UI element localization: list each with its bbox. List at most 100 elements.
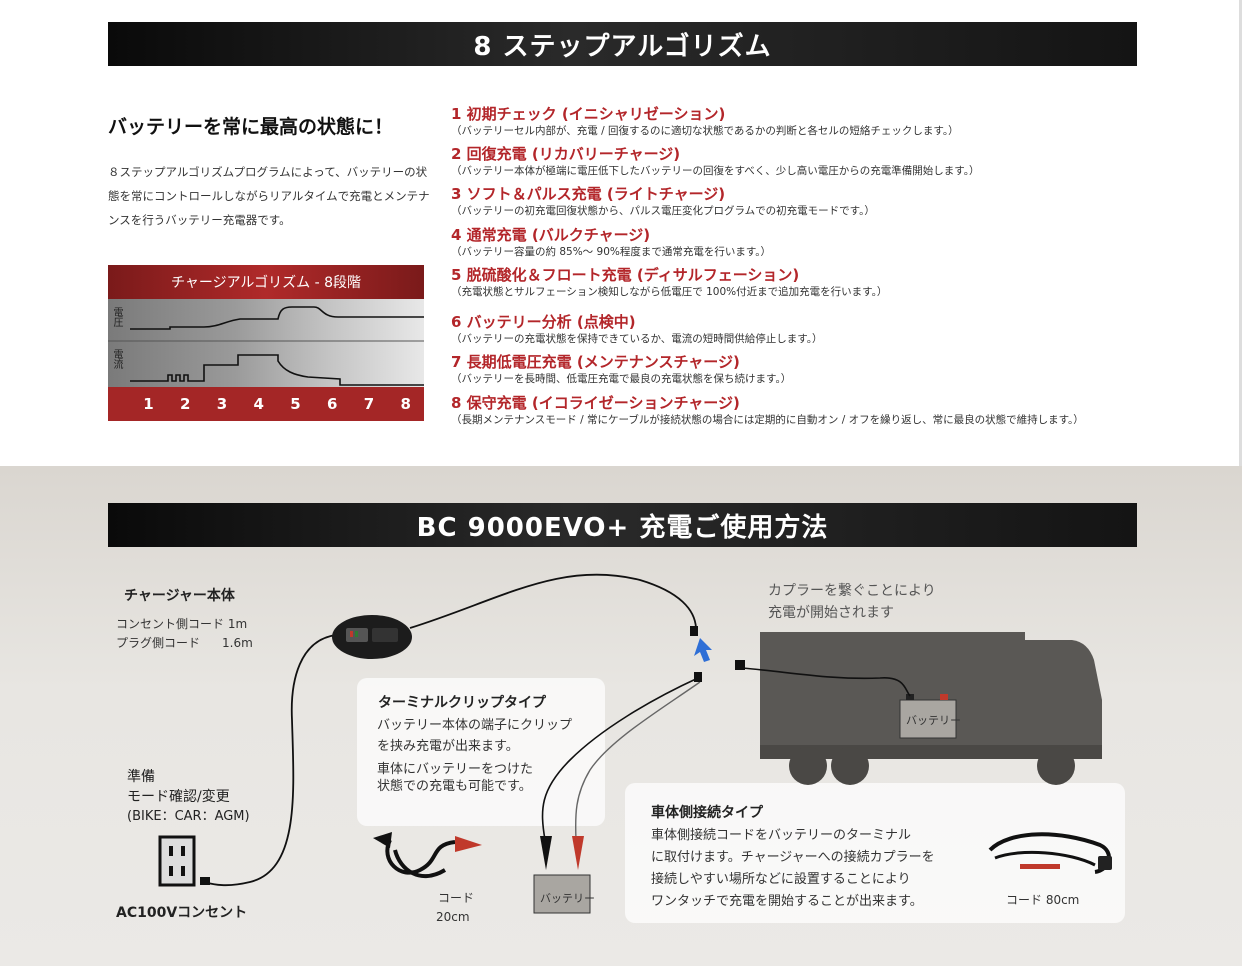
terminal-clip-line2: を挟み充電が出来ます。 — [377, 739, 519, 754]
step-desc: （長期メンテナンスモード / 常にケーブルが接続状態の場合には定期的に自動オン … — [451, 414, 1084, 426]
step-title: 4 通常充電 (バルクチャージ) — [451, 226, 651, 244]
algorithm-step-number: 1 — [143, 395, 154, 413]
harness-fuse — [1020, 864, 1060, 869]
terminal-clip-cable-icon — [373, 832, 482, 878]
harness-wire — [994, 850, 1096, 867]
terminal-clip-line1: バッテリー本体の端子にクリップ — [377, 718, 573, 733]
step-desc: （充電状態とサルフェーション検知しながら低電圧で 100%付近まで追加充電を行い… — [451, 286, 888, 298]
voltage-curve — [130, 306, 424, 330]
step-desc: （バッテリーの初充電回復状態から、パルス電圧変化プログラムでの初充電モードです。… — [451, 205, 875, 217]
algorithm-graph: 電圧 電流 — [108, 299, 424, 387]
outlet-slot — [169, 866, 173, 876]
step-title: 2 回復充電 (リカバリーチャージ) — [451, 145, 681, 163]
connector-coupler — [735, 660, 745, 670]
coupler-line2: 充電が開始されます — [768, 605, 894, 621]
algorithm-step-number: 3 — [216, 395, 228, 413]
step-title: 8 保守充電 (イコライゼーションチャージ) — [451, 394, 740, 412]
charger-unit — [332, 615, 412, 659]
vehicle-side-line1: 車体側接続コードをバッテリーのターミナル — [651, 828, 912, 843]
terminal-clip-panel — [357, 678, 605, 826]
step-desc: （バッテリーを長時間、低電圧充電で最良の充電状態を保ち続けます。） — [451, 373, 792, 385]
red-clip — [455, 836, 482, 852]
step-desc: （バッテリーセル内部が、充電 / 回復するのに適切な状態であるかの判断と各セルの… — [451, 125, 959, 137]
algorithm-step-number: 8 — [400, 395, 411, 413]
charger-output-cable — [409, 573, 697, 629]
terminal-clip-line3: 車体にバッテリーをつけた — [377, 762, 534, 777]
terminal-clip-title: ターミナルクリップタイプ — [378, 695, 546, 711]
vehicle-side-line4: ワンタッチで充電を開始することが出来ます。 — [651, 894, 923, 909]
algorithm-step-number: 5 — [290, 395, 301, 413]
vehicle-side-line2: に取付けます。チャージャーへの接続カプラーを — [651, 850, 935, 865]
current-label: 電流 — [111, 349, 122, 369]
black-clip — [373, 832, 392, 848]
clip-battery-icon — [533, 836, 591, 914]
charger-led — [350, 631, 353, 637]
connector-plug — [690, 626, 698, 636]
truck-wheel — [1037, 747, 1075, 785]
battery-terminal — [940, 694, 948, 700]
voltage-label: 電圧 — [111, 307, 122, 327]
step-desc: （バッテリー本体が極端に電圧低下したバッテリーの回復をすべく、少し高い電圧からの… — [451, 165, 980, 177]
truck-wheel — [789, 747, 827, 785]
usage-banner-title: BC 9000EVO+ 充電ご使用方法 — [416, 512, 829, 543]
clip-wire — [385, 839, 456, 875]
vehicle-side-line3: 接続しやすい場所などに設置することにより — [651, 872, 911, 887]
clip-cable-black — [541, 677, 699, 841]
charge-algorithm-graphic: チャージアルゴリズム - 8段階 電圧 電流 1 2 3 4 5 6 7 8 — [108, 265, 424, 421]
charger-panel — [372, 628, 398, 642]
step-item: 8 保守充電 (イコライゼーションチャージ) （長期メンテナンスモード / 常に… — [451, 393, 1231, 427]
step-title: 7 長期低電圧充電 (メンテナンスチャージ) — [451, 353, 740, 371]
connector-plug — [694, 672, 702, 682]
prep-line1: 準備 — [127, 769, 155, 785]
terminal-clip-line4: 状態での充電も可能です。 — [377, 779, 532, 794]
outlet-label: AC100Vコンセント — [116, 905, 248, 921]
truck-battery — [899, 699, 957, 739]
truck-illustration — [741, 632, 1102, 785]
charger-title: チャージャー本体 — [124, 588, 235, 604]
connect-arrow-icon — [694, 638, 712, 662]
algorithm-step-number: 7 — [363, 395, 375, 413]
charger-cord2-value: 1.6m — [222, 636, 253, 650]
lead-title: バッテリーを常に最高の状態に！ — [108, 116, 394, 138]
outlet-frame — [158, 835, 196, 887]
terminal-clip-cord-length: 20cm — [436, 910, 470, 924]
outlet-icon — [158, 835, 196, 887]
prep-line3: (BIKE：CAR：AGM) — [127, 809, 250, 824]
clip-wire — [393, 849, 447, 878]
vehicle-harness-icon — [988, 832, 1112, 874]
charger-cord1: コンセント側コード 1m — [116, 617, 248, 631]
vehicle-side-cord: コード 80cm — [1006, 893, 1080, 907]
vehicle-side-title: 車体側接続タイプ — [651, 805, 763, 821]
power-plug — [200, 877, 210, 885]
charger-led — [355, 631, 358, 637]
truck-wheel — [831, 747, 869, 785]
algorithm-banner: 8 ステップアルゴリズム — [108, 22, 1137, 66]
algorithm-graphic-header: チャージアルゴリズム - 8段階 — [108, 265, 424, 299]
algorithm-curves — [108, 306, 424, 386]
step-item: 3 ソフト＆パルス充電 (ライトチャージ) （バッテリーの初充電回復状態から、パ… — [451, 184, 1231, 218]
step-title: 6 バッテリー分析 (点検中) — [451, 313, 636, 331]
truck-cargo-box — [760, 632, 1025, 750]
step-desc: （バッテリーの充電状態を保持できているか、電流の短時間供給停止します。） — [451, 333, 823, 345]
truck-cab — [1025, 640, 1102, 752]
clip-battery-body — [533, 874, 591, 914]
harness-coupler — [1098, 856, 1112, 870]
outlet-slot — [169, 846, 173, 856]
step-item: 4 通常充電 (バルクチャージ) （バッテリー容量の約 85%～ 90%程度まで… — [451, 225, 1231, 259]
algorithm-step-numbers: 1 2 3 4 5 6 7 8 — [108, 387, 424, 421]
black-clip — [540, 836, 552, 870]
step-item: 7 長期低電圧充電 (メンテナンスチャージ) （バッテリーを長時間、低電圧充電で… — [451, 352, 1231, 386]
charger-cord2-label: プラグ側コード — [116, 636, 201, 650]
clip-battery-label: バッテリー — [540, 892, 595, 905]
clip-cable-red — [574, 681, 701, 841]
current-curve — [130, 354, 424, 386]
algorithm-banner-title: 8 ステップアルゴリズム — [473, 31, 772, 62]
step-title: 3 ソフト＆パルス充電 (ライトチャージ) — [451, 185, 726, 203]
lead-text: ８ステップアルゴリズムプログラムによって、バッテリーの状態を常にコントロールしな… — [108, 165, 430, 227]
truck-battery-label: バッテリー — [906, 714, 961, 727]
usage-banner: BC 9000EVO+ 充電ご使用方法 — [108, 503, 1137, 547]
battery-terminal — [906, 694, 914, 700]
outlet-slot — [181, 846, 185, 856]
step-item: 1 初期チェック (イニシャリゼーション) （バッテリーセル内部が、充電 / 回… — [451, 104, 1231, 138]
